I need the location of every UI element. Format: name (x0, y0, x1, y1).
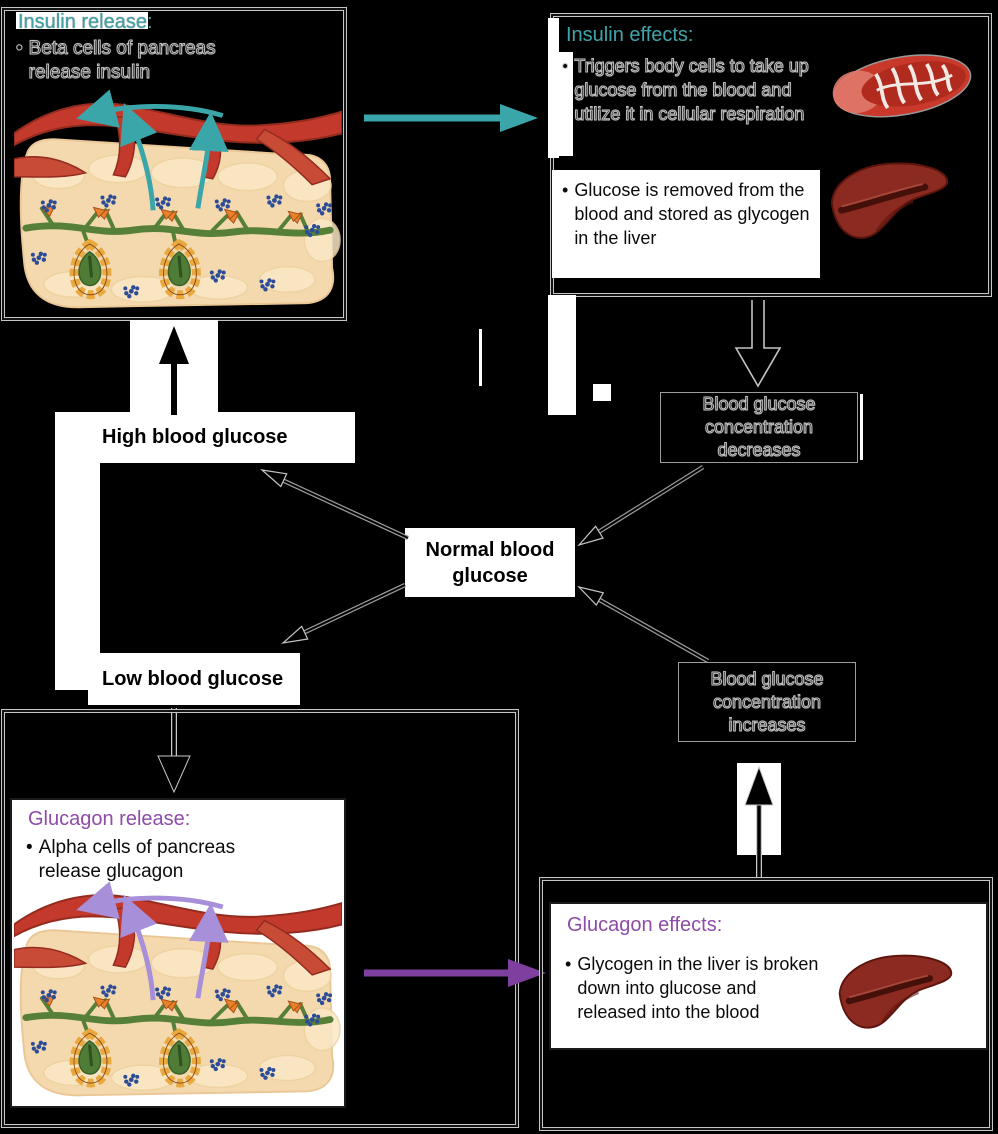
white-artifact (16, 12, 148, 29)
glucagon-effects-title: Glucagon effects: (567, 914, 723, 936)
pancreas-illustration (14, 89, 342, 309)
glucagon-effects-outer-box (540, 878, 992, 1130)
glucagon-effects-bullet: • Glycogen in the liver is broken down i… (565, 954, 819, 1022)
liver-icon (830, 162, 949, 239)
insulin-release-title: Insulin release: (18, 11, 153, 33)
bullet-marker: • (561, 56, 569, 77)
white-artifact (559, 52, 573, 156)
insulin-effects-bullet-1: • Triggers body cells to take up glucose… (561, 56, 809, 125)
arrow-low-to-glucagon-release (157, 708, 191, 794)
arrow-decreases-to-normal (577, 465, 705, 547)
arrow-high-to-insulin-release (159, 326, 189, 415)
white-patch-insulin-bullet2 (552, 170, 820, 278)
bullet-marker: • (562, 180, 569, 200)
white-artifact (593, 384, 611, 401)
pancreas-illustration (14, 881, 342, 1097)
glucagon-release-title: Glucagon release: (28, 808, 191, 830)
insulin-release-box: Insulin release: • Beta cells of pancrea… (2, 8, 346, 320)
transition-decreases-label: Blood glucose concentration decreases (702, 394, 816, 461)
white-artifact (548, 18, 559, 158)
insulin-transport-arrow (364, 104, 538, 132)
arrow-normal-to-low (281, 582, 406, 644)
bullet-marker: • (565, 954, 572, 974)
mitochondria-icon (832, 54, 972, 118)
transition-decreases-box: Blood glucose concentration decreases (660, 392, 858, 463)
insulin-release-bullet: • Beta cells of pancreas release insulin (16, 38, 217, 84)
insulin-effects-bullet-2: • Glucose is removed from the blood and … (562, 180, 810, 248)
glucagon-release-outer-box (2, 710, 518, 1127)
white-artifact (860, 394, 863, 460)
transition-increases-label: Blood glucose concentration increases (710, 668, 824, 735)
arrow-normal-to-high (260, 469, 409, 541)
glucagon-release-bullet: • Alpha cells of pancreas release glucag… (26, 837, 236, 882)
bullet-marker: • (16, 38, 24, 60)
arrow-increases-to-normal (577, 585, 710, 663)
liver-icon (838, 954, 953, 1029)
white-artifact (479, 329, 482, 386)
white-artifact (548, 295, 576, 415)
state-low-text: Low blood glucose (102, 667, 284, 690)
arrow-glucagon-effects-to-increases (744, 765, 774, 879)
glucagon-transport-arrow (364, 959, 546, 987)
glucagon-effects-box: Glucagon effects: • Glycogen in the live… (549, 902, 988, 1050)
state-normal-text: Normal blood glucose (425, 538, 555, 587)
transition-increases-box: Blood glucose concentration increases (678, 662, 856, 742)
state-high-label: High blood glucose (88, 412, 355, 463)
state-normal-label: Normal blood glucose (405, 528, 575, 597)
bullet-marker: • (26, 837, 33, 858)
insulin-effects-title: Insulin effects: (566, 24, 694, 46)
state-high-text: High blood glucose (102, 426, 288, 448)
arrow-insulin-effects-to-decreases (734, 300, 782, 388)
state-low-label: Low blood glucose (88, 653, 300, 705)
